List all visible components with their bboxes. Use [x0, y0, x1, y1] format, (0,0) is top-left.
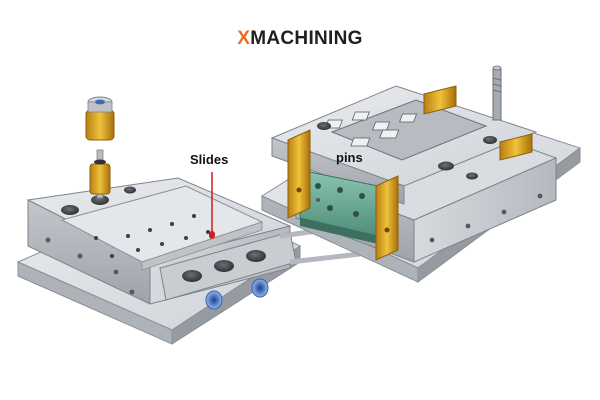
- moving-half: [16, 177, 302, 345]
- pins-label: pins: [336, 150, 363, 165]
- ejector-pin-assembly: [85, 96, 115, 199]
- logo-text: MACHINING: [250, 28, 363, 49]
- slides-label: Slides: [190, 152, 229, 167]
- logo-mark: X: [237, 28, 251, 49]
- fixed-half: [260, 65, 582, 283]
